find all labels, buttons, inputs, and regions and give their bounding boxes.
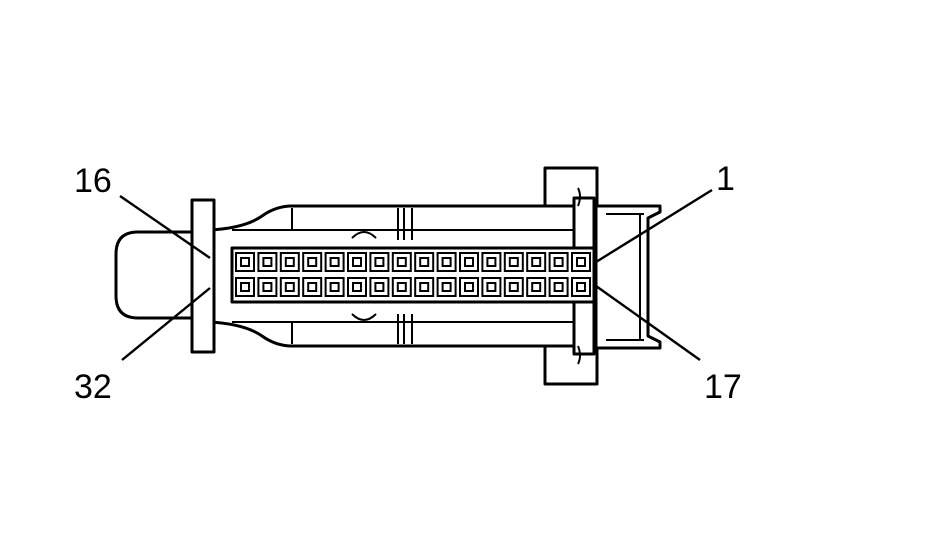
terminal-contact: [441, 257, 452, 267]
terminal-contact: [396, 257, 407, 267]
terminal-contact: [262, 257, 273, 267]
terminal-contact: [262, 282, 273, 292]
terminal-contact: [329, 282, 340, 292]
left-flange: [190, 198, 216, 354]
leader-32: [121, 287, 211, 361]
terminal-contact: [307, 282, 318, 292]
terminal-contact: [531, 282, 542, 292]
pin-label-16: 16: [74, 162, 112, 200]
terminal-cavities: [235, 252, 591, 297]
terminal-contact: [531, 257, 542, 267]
terminal-contact: [486, 257, 497, 267]
terminal-contact: [464, 257, 474, 267]
terminal-contact: [352, 257, 362, 267]
leader-1: [595, 188, 713, 264]
terminal-contact: [576, 282, 586, 292]
left-loop-handle: [114, 230, 200, 320]
terminal-contact: [419, 257, 430, 267]
terminal-contact: [441, 282, 452, 292]
terminal-contact: [374, 257, 385, 267]
leader-17: [595, 285, 701, 361]
terminal-contact: [240, 282, 250, 292]
terminal-contact: [508, 257, 519, 267]
terminal-contact: [553, 282, 564, 292]
terminal-contact: [576, 257, 586, 267]
terminal-contact: [553, 257, 564, 267]
rear-latch: [594, 204, 662, 350]
pin-label-17: 17: [704, 368, 742, 406]
terminal-contact: [329, 257, 340, 267]
terminal-contact: [284, 257, 295, 267]
terminal-contact: [307, 257, 318, 267]
pin-label-1: 1: [716, 160, 735, 198]
terminal-contact: [419, 282, 430, 292]
terminal-contact: [284, 282, 295, 292]
terminal-contact: [396, 282, 407, 292]
terminal-contact: [464, 282, 474, 292]
pin-label-32: 32: [74, 368, 112, 406]
terminal-contact: [240, 257, 250, 267]
leader-16: [119, 195, 211, 259]
terminal-contact: [508, 282, 519, 292]
terminal-contact: [486, 282, 497, 292]
terminal-contact: [352, 282, 362, 292]
terminal-contact: [374, 282, 385, 292]
